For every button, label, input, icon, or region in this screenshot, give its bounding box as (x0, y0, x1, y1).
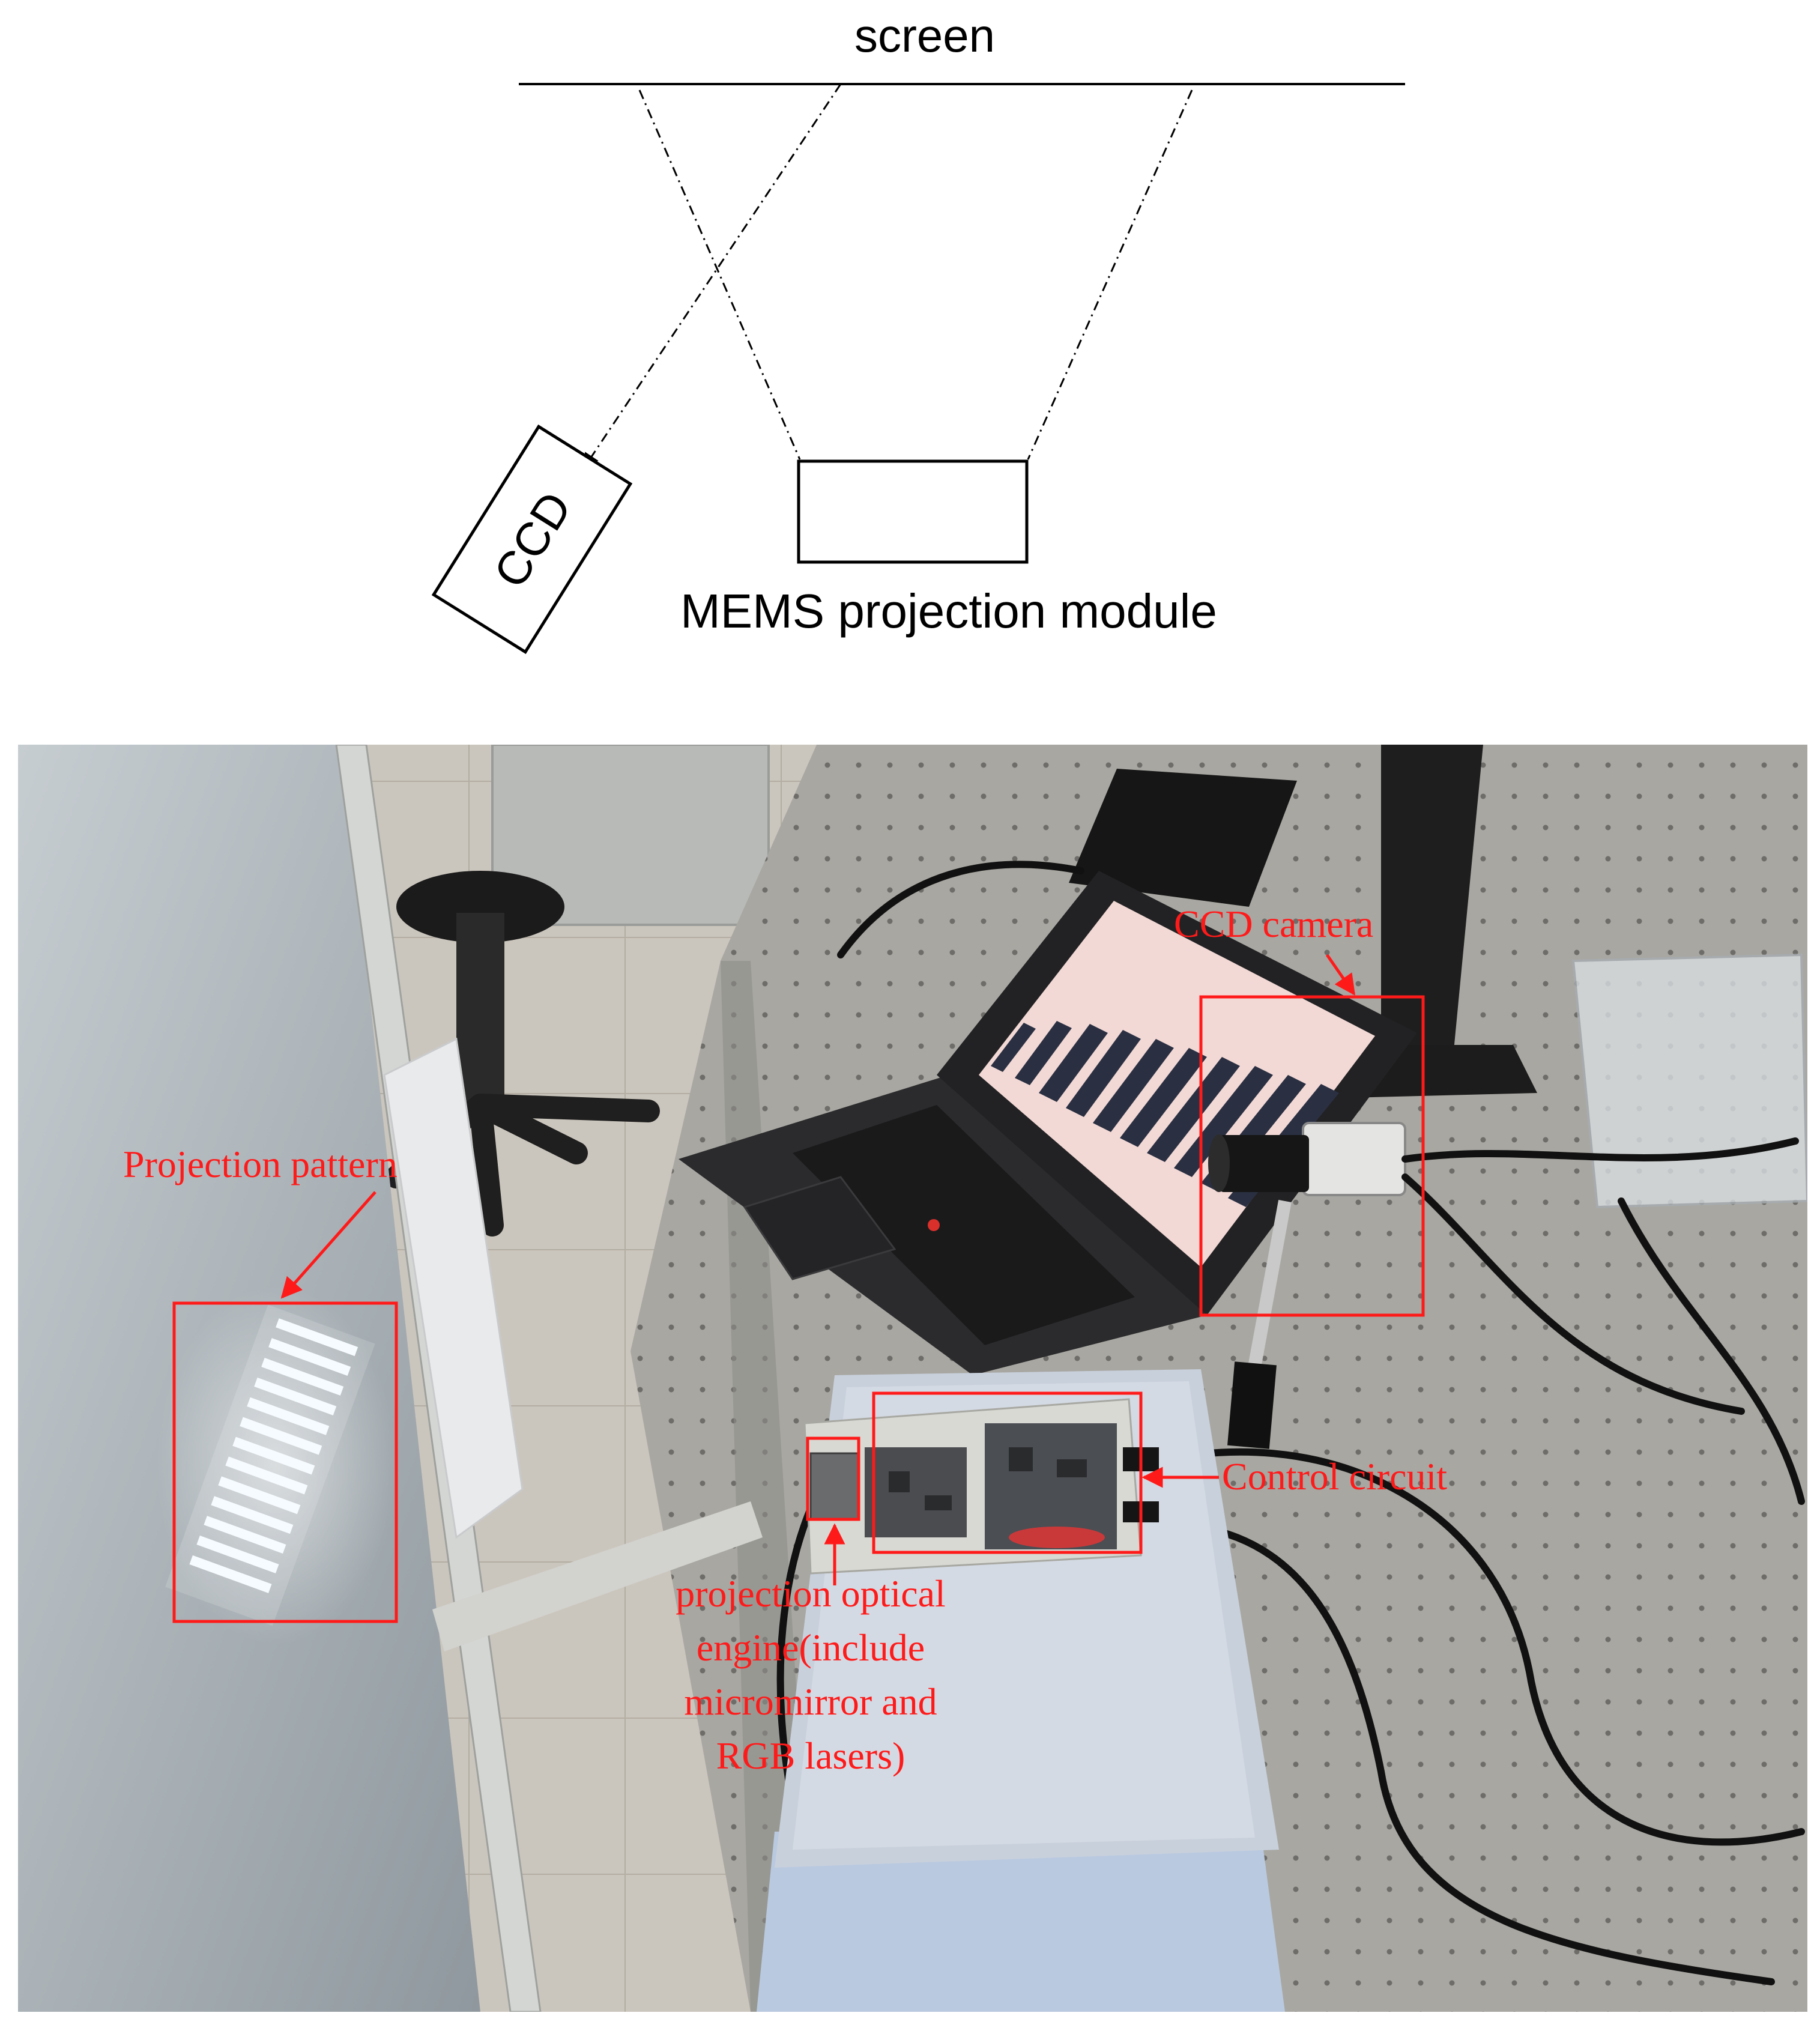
ccd-camera-highlight-box (1199, 995, 1425, 1317)
stool (385, 871, 660, 1237)
red-led-glow (1009, 1527, 1105, 1548)
reflection-to-ccd-arrow (582, 83, 842, 470)
laptop-touchpad (743, 1176, 896, 1280)
keyboard (1069, 769, 1297, 907)
control-circuit-label: Control circuit (1222, 1455, 1447, 1498)
beam-left (638, 89, 801, 460)
mems-module-box (797, 459, 1029, 564)
laptop-keyboard (793, 1105, 1135, 1345)
optical-engine-label-line3: micromirror and (684, 1680, 937, 1723)
mems-module-label: MEMS projection module (680, 584, 1217, 638)
optical-engine-module (809, 1452, 860, 1521)
ccd-camera-arrow (1325, 954, 1356, 996)
schematic-diagram: screen CCD MEMS projection module (431, 9, 1405, 655)
monitor-stand (1381, 745, 1483, 1057)
projection-pattern-highlight-box (172, 1301, 398, 1623)
ccd-box: CCD (431, 424, 633, 655)
optical-engine-label-line4: RGB lasers) (716, 1734, 905, 1777)
optical-engine-highlight-box (806, 1436, 860, 1521)
optical-engine-label-line1: projection optical (676, 1572, 946, 1615)
pcb-driver (865, 1447, 967, 1537)
camera-lens (1219, 1135, 1309, 1192)
ccd-camera-label: CCD camera (1174, 903, 1373, 945)
light-box (757, 1832, 1285, 2012)
projected-stripe-pattern (156, 1285, 396, 1645)
screen-stripe-pattern (991, 1021, 1339, 1207)
ccd-camera-device (1208, 1122, 1406, 1449)
annotations (172, 954, 1425, 1623)
paper-sheet (383, 1037, 524, 1539)
projection-beam-lines (638, 89, 1193, 460)
projection-pattern-label: Projection pattern (123, 1143, 398, 1185)
storage-box (1571, 953, 1807, 1209)
camera-body (1302, 1122, 1406, 1196)
screen-label: screen (854, 9, 995, 62)
beam-right (1027, 89, 1193, 460)
lab-photo: CCD camera Projection pattern Control ci… (18, 745, 1807, 2012)
laptop (679, 871, 1417, 1375)
optical-engine-label-line2: engine(include (697, 1626, 925, 1669)
cables (776, 861, 1805, 1985)
projection-pattern-arrow (280, 1191, 376, 1299)
control-circuit-highlight-box (872, 1391, 1143, 1554)
